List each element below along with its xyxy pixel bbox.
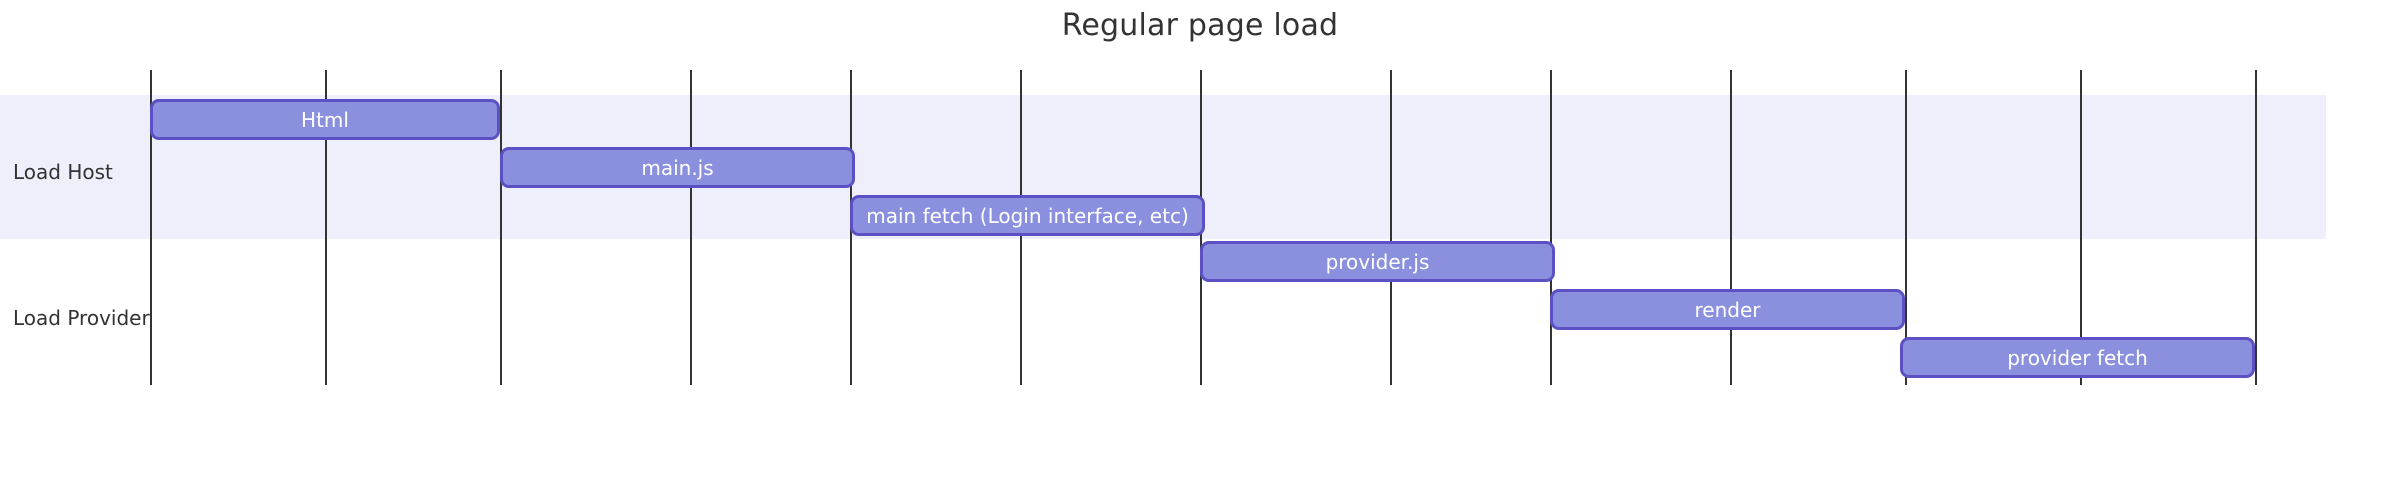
task-bar-render[interactable]: render [1550,289,1905,330]
task-bar-provider-js[interactable]: provider.js [1200,241,1555,282]
gridline-10 [1905,70,1907,385]
task-bar-label: provider fetch [2007,345,2148,370]
task-bar-label: render [1694,297,1761,322]
row-label-load-host: Load Host [13,160,113,184]
task-bar-provider-fetch[interactable]: provider fetch [1900,337,2255,378]
task-bar-main-fetch-login-interface-etc[interactable]: main fetch (Login interface, etc) [850,195,1205,236]
task-bar-main-js[interactable]: main.js [500,147,855,188]
gridline-12 [2255,70,2257,385]
gridline-3 [690,70,692,385]
task-bar-label: main fetch (Login interface, etc) [866,203,1189,228]
gridline-7 [1390,70,1392,385]
task-bar-html[interactable]: Html [150,99,500,140]
gridline-9 [1730,70,1732,385]
task-bar-label: main.js [641,155,714,180]
task-bar-label: provider.js [1325,249,1430,274]
chart-title: Regular page load [1061,8,1339,43]
gridline-2 [500,70,502,385]
row-label-load-provider: Load Provider [13,306,150,330]
gridline-11 [2080,70,2082,385]
gridline-1 [325,70,327,385]
gridline-8 [1550,70,1552,385]
gridline-0 [150,70,152,385]
task-bar-label: Html [301,107,349,132]
